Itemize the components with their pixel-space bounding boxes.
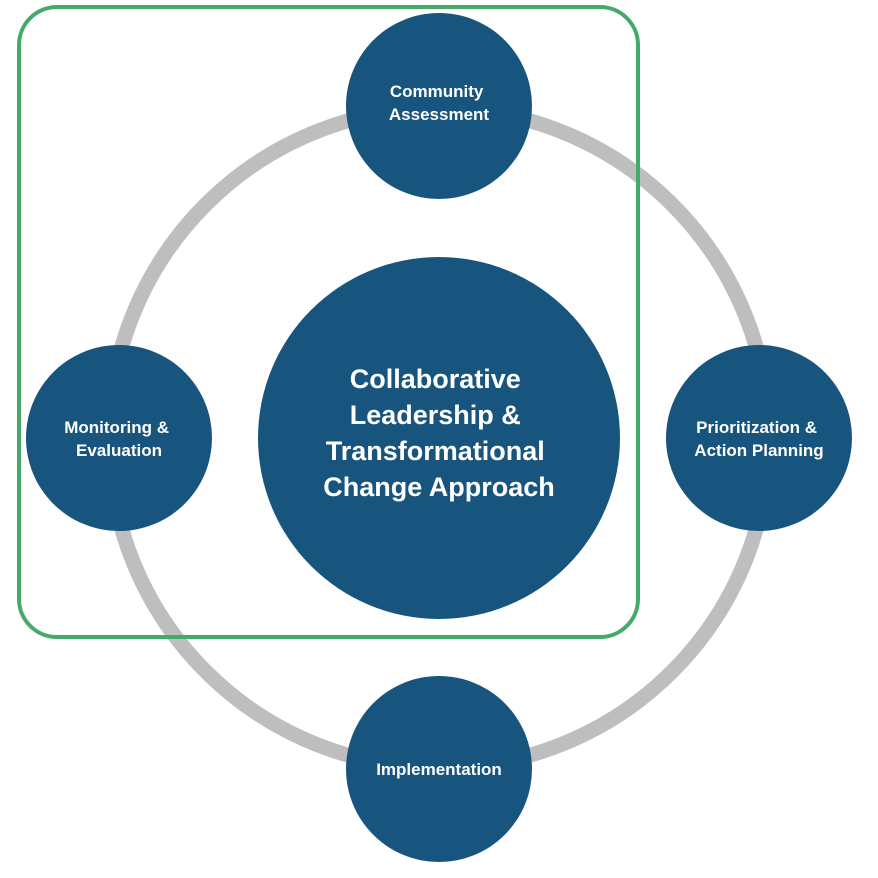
center-label-line: Transformational	[326, 436, 545, 466]
center-label-line: Change Approach	[323, 472, 555, 502]
stage-label: Community Assessment	[389, 82, 490, 124]
center-node-circle	[258, 257, 620, 619]
stage-label-line: Evaluation	[76, 441, 162, 460]
stage-node-circle	[26, 345, 212, 531]
center-label-line: Leadership &	[350, 400, 521, 430]
stage-label: Prioritization & Action Planning	[694, 418, 823, 460]
center-node: Collaborative Leadership & Transformatio…	[258, 257, 620, 619]
stage-label: Implementation	[376, 760, 502, 779]
stage-implementation: Implementation	[346, 676, 532, 862]
stage-community-assessment: Community Assessment	[346, 13, 532, 199]
stage-label: Monitoring & Evaluation	[64, 418, 174, 460]
center-label-line: Collaborative	[350, 364, 521, 394]
stage-node-circle	[346, 676, 532, 862]
stage-label-line: Action Planning	[694, 441, 823, 460]
stage-label-line: Assessment	[389, 105, 490, 124]
stage-monitoring-evaluation: Monitoring & Evaluation	[26, 345, 212, 531]
stage-node-circle	[346, 13, 532, 199]
stage-prioritization-action-planning: Prioritization & Action Planning	[666, 345, 852, 531]
stage-label-line: Monitoring &	[64, 418, 169, 437]
stage-node-circle	[666, 345, 852, 531]
stage-label-line: Prioritization &	[696, 418, 817, 437]
center-node-label: Collaborative Leadership & Transformatio…	[323, 364, 555, 502]
stage-label-line: Community	[390, 82, 484, 101]
stage-label-line: Implementation	[376, 760, 502, 779]
highlight-frame	[17, 5, 640, 639]
